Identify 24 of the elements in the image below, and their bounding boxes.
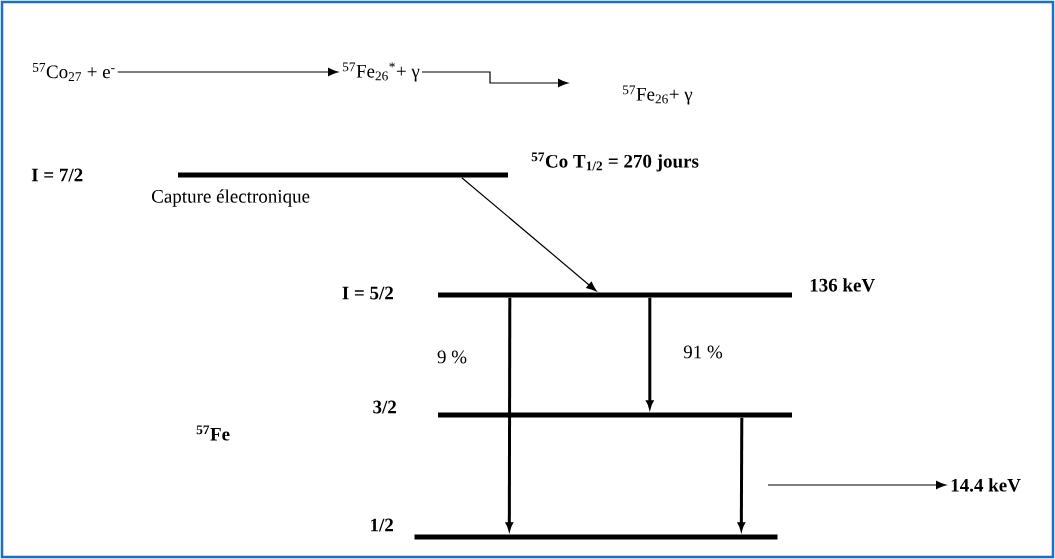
arrow [461,177,597,292]
isotope-label: $^{57}$Fe [196,425,230,441]
energy-level-bar [438,412,792,418]
level-label: $^{57}$Co T$_{1/2}$ = 270 jours [531,152,699,172]
level-label: I = 7/2 [31,168,83,182]
formula-text: $^{57}$Co$_{27}$ + e$^{-}$ [33,63,115,81]
energy-level-bar [414,534,778,540]
arrow [646,297,654,409]
energy-level-bar [178,172,508,178]
edge-label: 9 % [435,349,469,365]
formula-text: $^{57}$Fe$_{26}$+ γ [622,85,693,105]
arrow [737,417,745,531]
level-label: 3/2 [373,400,396,414]
formula-text: $^{57}$Fe$_{26}$$^{*}$+ γ [343,62,420,82]
level-label: 136 keV [810,278,875,292]
level-label: 1/2 [371,518,393,532]
arrow [767,480,947,490]
formula-text: 14.4 keV [951,478,1021,492]
arrow [117,67,339,77]
arrow [421,71,569,88]
level-label: I = 5/2 [342,286,393,300]
level-label: Capture électronique [152,189,310,207]
edge-label: 91 % [682,344,724,360]
arrow [505,297,513,531]
